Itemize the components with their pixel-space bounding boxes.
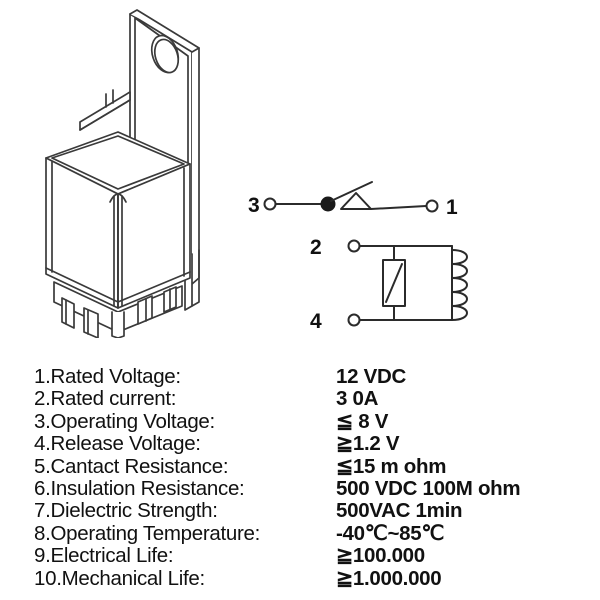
specification-table: 1.Rated Voltage: 12 VDC 2.Rated current:… (34, 365, 586, 596)
spec-value-insulation-resistance: 500 VDC 100M ohm (336, 476, 521, 500)
spec-label-operating-voltage: 3.Operating Voltage: (34, 409, 215, 433)
spec-value-release-voltage: ≧1.2 V (336, 432, 400, 456)
spec-row: 5.Cantact Resistance: ≦15 m ohm (34, 454, 586, 478)
terminal-label-2: 2 (310, 236, 322, 259)
terminal-3-node (263, 197, 277, 211)
schematic-diagram: 3 1 2 4 (240, 172, 480, 338)
spec-value-rated-current: 3 0A (336, 387, 379, 411)
terminal-label-3: 3 (248, 194, 260, 217)
contact-triangle (340, 192, 372, 210)
bracket-foot (79, 89, 131, 131)
bracket-hole-icon (150, 34, 180, 74)
spec-value-contact-resistance: ≦15 m ohm (336, 454, 447, 478)
terminal-blade (61, 297, 75, 329)
spec-row: 10.Mechanical Life: ≧1.000.000 (34, 566, 586, 590)
spec-row: 6.Insulation Resistance: 500 VDC 100M oh… (34, 476, 586, 500)
spec-value-electrical-life: ≧100.000 (336, 544, 425, 568)
terminal-blade (137, 295, 153, 325)
spec-label-rated-voltage: 1.Rated Voltage: (34, 365, 181, 388)
terminal-blade (163, 286, 177, 313)
terminal-4-node (347, 313, 361, 327)
spec-label-operating-temperature: 8.Operating Temperature: (34, 521, 261, 545)
spec-label-dielectric-strength: 7.Dielectric Strength: (34, 499, 218, 523)
spec-value-operating-temperature: -40℃~85℃ (336, 521, 445, 545)
spec-label-contact-resistance: 5.Cantact Resistance: (34, 454, 229, 478)
spec-value-operating-voltage: ≦ 8 V (336, 409, 389, 433)
relay-drawing-svg (45, 9, 200, 339)
spec-row: 2.Rated current: 3 0A (34, 387, 586, 411)
spec-label-mechanical-life: 10.Mechanical Life: (34, 566, 205, 590)
spec-row: 8.Operating Temperature: -40℃~85℃ (34, 521, 586, 545)
spec-row: 9.Electrical Life: ≧100.000 (34, 544, 586, 568)
terminal-1-node (425, 199, 439, 213)
spec-label-release-voltage: 4.Release Voltage: (34, 432, 201, 456)
terminal-label-4: 4 (310, 310, 322, 333)
switch-arm (330, 181, 373, 202)
spec-label-electrical-life: 9.Electrical Life: (34, 544, 174, 568)
schematic-svg: 3 1 2 4 (248, 181, 468, 333)
terminal-label-1: 1 (446, 196, 458, 219)
spec-row: 1.Rated Voltage: 12 VDC (34, 365, 586, 388)
spec-value-dielectric-strength: 500VAC 1min (336, 499, 463, 523)
spec-label-rated-current: 2.Rated current: (34, 387, 177, 411)
spec-label-insulation-resistance: 6.Insulation Resistance: (34, 476, 245, 500)
spec-row: 7.Dielectric Strength: 500VAC 1min (34, 499, 586, 523)
spec-row: 3.Operating Voltage: ≦ 8 V (34, 409, 586, 433)
relay-body (45, 131, 191, 309)
spec-value-rated-voltage: 12 VDC (336, 365, 406, 388)
resistor-symbol (382, 259, 406, 307)
terminal-blade (83, 307, 99, 339)
spec-value-mechanical-life: ≧1.000.000 (336, 566, 442, 590)
product-illustration (18, 6, 250, 339)
coil-symbol (451, 245, 468, 321)
spec-row: 4.Release Voltage: ≧1.2 V (34, 432, 586, 456)
terminal-2-node (347, 239, 361, 253)
